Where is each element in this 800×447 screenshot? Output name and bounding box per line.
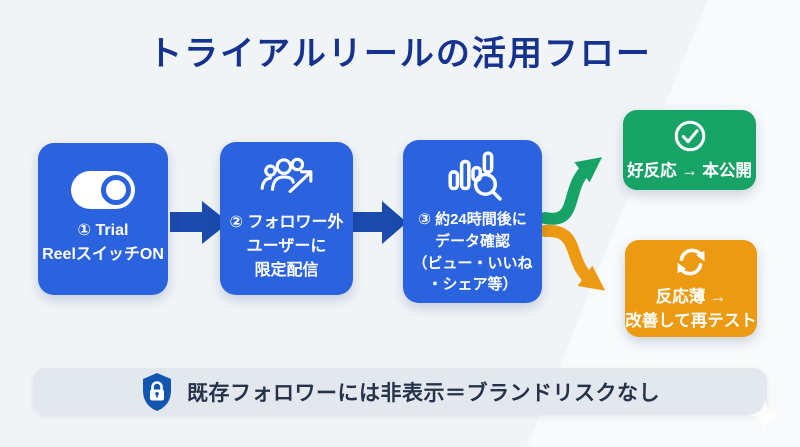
step-label: ① Trial ReelスイッチON xyxy=(42,222,164,263)
step-label: ③ 約24時間後に データ確認 （ビュー・いいね ・シェア等） xyxy=(412,211,533,294)
outcome-label: 反応薄 → 改善して再テスト xyxy=(625,288,757,330)
step-box-limited-delivery: ② フォロワー外 ユーザーに 限定配信 xyxy=(220,142,353,295)
shield-lock-icon xyxy=(143,372,171,411)
step-label: ② フォロワー外 ユーザーに 限定配信 xyxy=(229,213,344,279)
toggle-knob xyxy=(101,175,131,205)
chart-magnifier-icon xyxy=(447,151,502,201)
curve-arrow-green-icon xyxy=(539,157,603,225)
toggle-on-icon xyxy=(71,171,135,209)
page-title: トライアルリールの活用フロー xyxy=(148,35,652,73)
step-box-data-check: ③ 約24時間後に データ確認 （ビュー・いいね ・シェア等） xyxy=(403,140,542,303)
flow-arrow-icon xyxy=(352,201,407,244)
check-circle-icon xyxy=(674,120,705,151)
outcome-box-publish: 好反応 → 本公開 xyxy=(623,110,756,190)
footer-label: 既存フォロワーには非表示＝ブランドリスクなし xyxy=(187,381,660,405)
outcome-box-retest: 反応薄 → 改善して再テスト xyxy=(625,240,757,337)
outcome-label: 好反応 → 本公開 xyxy=(627,161,752,180)
refresh-icon xyxy=(677,248,705,276)
curve-arrow-orange-icon xyxy=(539,224,606,291)
step-box-trial-switch: ① Trial ReelスイッチON xyxy=(38,143,168,295)
followers-external-icon xyxy=(260,157,312,193)
footer-bar: 既存フォロワーには非表示＝ブランドリスクなし xyxy=(33,368,767,415)
